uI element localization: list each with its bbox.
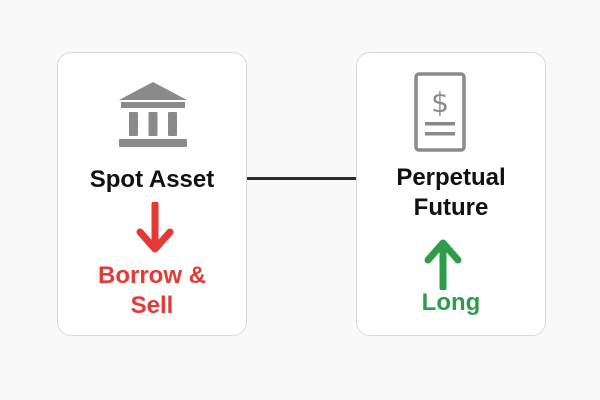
connector-line: [247, 177, 356, 180]
long-label: Long: [421, 289, 481, 316]
borrow-sell-line1: Borrow &: [98, 262, 206, 289]
perpetual-future-title-line1: Perpetual: [396, 164, 506, 191]
borrow-sell-label: Borrow & Sell: [57, 261, 247, 321]
perpetual-future-card: [356, 52, 546, 336]
arrow-up-icon: [423, 236, 463, 292]
perpetual-future-title-line2: Future: [413, 194, 489, 221]
svg-text:$: $: [431, 86, 449, 119]
perpetual-future-title: Perpetual Future: [356, 163, 546, 223]
document-dollar-icon: $: [408, 70, 472, 154]
borrow-sell-line2: Sell: [130, 292, 174, 319]
arrow-down-icon: [135, 200, 175, 256]
spot-asset-title: Spot Asset: [89, 166, 215, 193]
bank-icon: [117, 80, 189, 150]
